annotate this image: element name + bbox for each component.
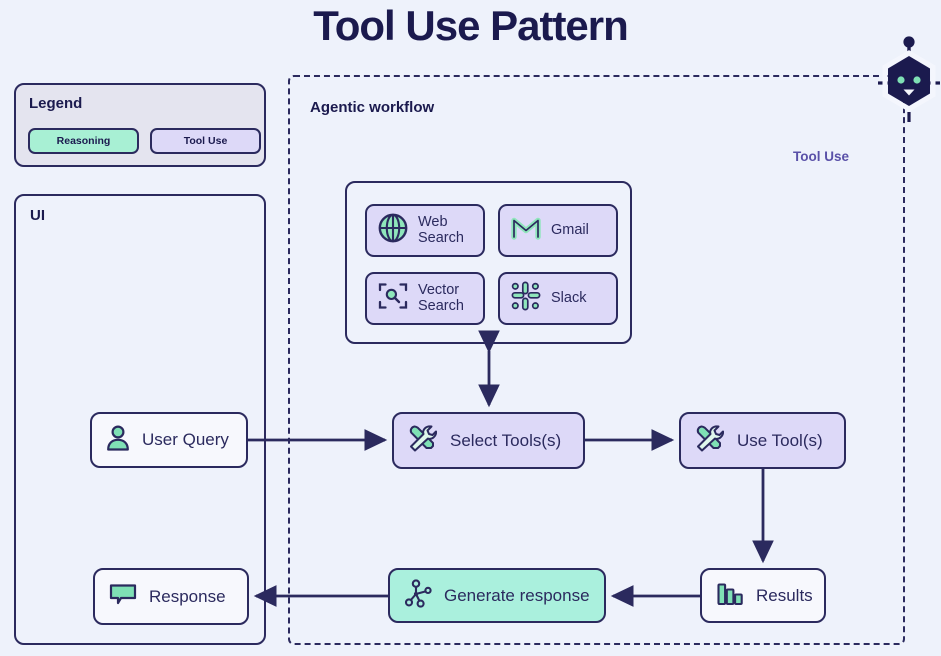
node-user-query[interactable]: User Query <box>90 412 248 468</box>
legend-chip-tool-use: Tool Use <box>150 128 261 154</box>
legend-panel: Legend Reasoning Tool Use <box>14 83 266 167</box>
node-response-label: Response <box>149 586 226 606</box>
tools-panel: Web Search Gmail <box>345 181 632 344</box>
user-icon <box>105 424 131 457</box>
tool-card-vector-search[interactable]: Vector Search <box>365 272 485 325</box>
legend-title: Legend <box>29 95 83 112</box>
node-response[interactable]: Response <box>93 568 249 625</box>
legend-chip-tool-use-label: Tool Use <box>183 135 228 147</box>
node-use-tools[interactable]: Use Tool(s) <box>679 412 846 469</box>
page-title: Tool Use Pattern <box>313 2 629 49</box>
ui-container-label: UI <box>30 207 45 224</box>
tool-card-web-search-label: Web Search <box>418 214 464 246</box>
vector-search-icon <box>376 279 410 318</box>
tools-icon <box>694 422 726 459</box>
tool-card-gmail[interactable]: Gmail <box>498 204 618 257</box>
ui-container: UI <box>14 194 266 645</box>
node-user-query-label: User Query <box>142 430 229 449</box>
agentic-workflow-container: Agentic workflow <box>288 75 905 645</box>
tool-card-vector-search-label: Vector Search <box>418 282 464 314</box>
tools-icon <box>407 422 439 459</box>
globe-icon <box>376 211 410 250</box>
legend-chip-reasoning: Reasoning <box>28 128 139 154</box>
gmail-icon <box>509 211 543 250</box>
chat-icon <box>108 581 138 612</box>
node-select-tools[interactable]: Select Tools(s) <box>392 412 585 469</box>
node-select-tools-label: Select Tools(s) <box>450 430 562 450</box>
agentic-workflow-label: Agentic workflow <box>310 99 435 116</box>
legend-chip-reasoning-label: Reasoning <box>56 135 111 147</box>
slack-icon <box>509 279 543 318</box>
node-results[interactable]: Results <box>700 568 826 623</box>
tool-card-slack-label: Slack <box>551 289 587 306</box>
tool-use-side-label: Tool Use <box>793 149 850 164</box>
node-generate-response[interactable]: Generate response <box>388 568 606 623</box>
network-icon <box>403 577 433 614</box>
node-results-label: Results <box>756 585 813 605</box>
node-use-tools-label: Use Tool(s) <box>737 430 823 450</box>
tool-card-gmail-label: Gmail <box>551 221 589 238</box>
node-generate-response-label: Generate response <box>444 585 590 605</box>
robot-hexagon-icon <box>876 36 941 124</box>
tool-card-web-search[interactable]: Web Search <box>365 204 485 257</box>
tool-card-slack[interactable]: Slack <box>498 272 618 325</box>
bar-chart-icon <box>715 578 745 613</box>
